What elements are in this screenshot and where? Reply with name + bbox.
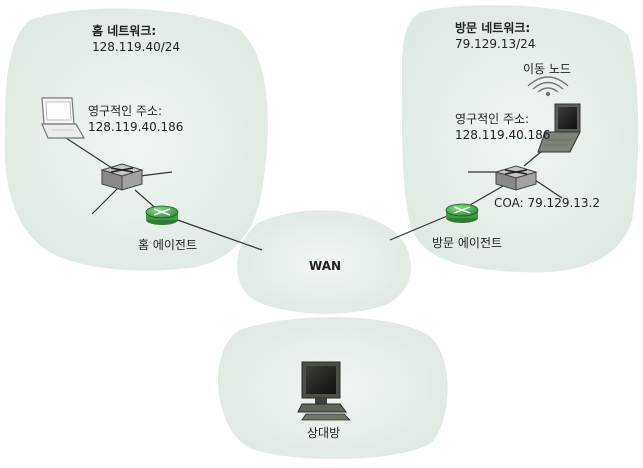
visited-agent-label: 방문 에이전트 (432, 236, 503, 250)
link-visited-agent-wan (389, 213, 453, 241)
link-home-agent-wan (171, 217, 263, 251)
link-visited-switch-stub-right (531, 177, 563, 199)
home-laptop-icon (41, 97, 86, 139)
correspondent-label: 상대방 (307, 426, 341, 440)
mobile-node-laptop-icon (537, 103, 581, 153)
coa-address: COA: 79.129.13.2 (494, 196, 600, 210)
link-home-switch-stub-right (139, 171, 173, 177)
home-permanent-address: 128.119.40.186 (88, 120, 184, 134)
home-network-title: 홈 네트워크: (92, 24, 157, 38)
correspondent-desktop-icon (297, 361, 351, 421)
home-network-prefix: 128.119.40/24 (92, 40, 181, 54)
wan-cloud (237, 210, 412, 314)
wan-label: WAN (309, 259, 342, 273)
visited-permanent-address: 128.119.40.186 (455, 128, 551, 142)
home-network-cloud (4, 8, 268, 271)
home-agent-router-icon (145, 205, 179, 225)
home-switch-icon (100, 163, 144, 191)
mobile-node-label: 이동 노드 (523, 62, 571, 76)
home-permanent-address-label: 영구적인 주소: (88, 104, 163, 118)
visited-agent-router-icon (445, 203, 479, 223)
link-laptop-switch (65, 137, 119, 173)
visited-network-title: 방문 네트워크: (455, 21, 531, 35)
visited-switch-icon (494, 165, 538, 191)
link-home-switch-stub-left (91, 187, 119, 215)
visited-network-prefix: 79.129.13/24 (455, 37, 536, 51)
home-agent-label: 홈 에이전트 (138, 238, 198, 252)
visited-permanent-address-label: 영구적인 주소: (455, 112, 530, 126)
wireless-signal-icon (527, 76, 569, 97)
